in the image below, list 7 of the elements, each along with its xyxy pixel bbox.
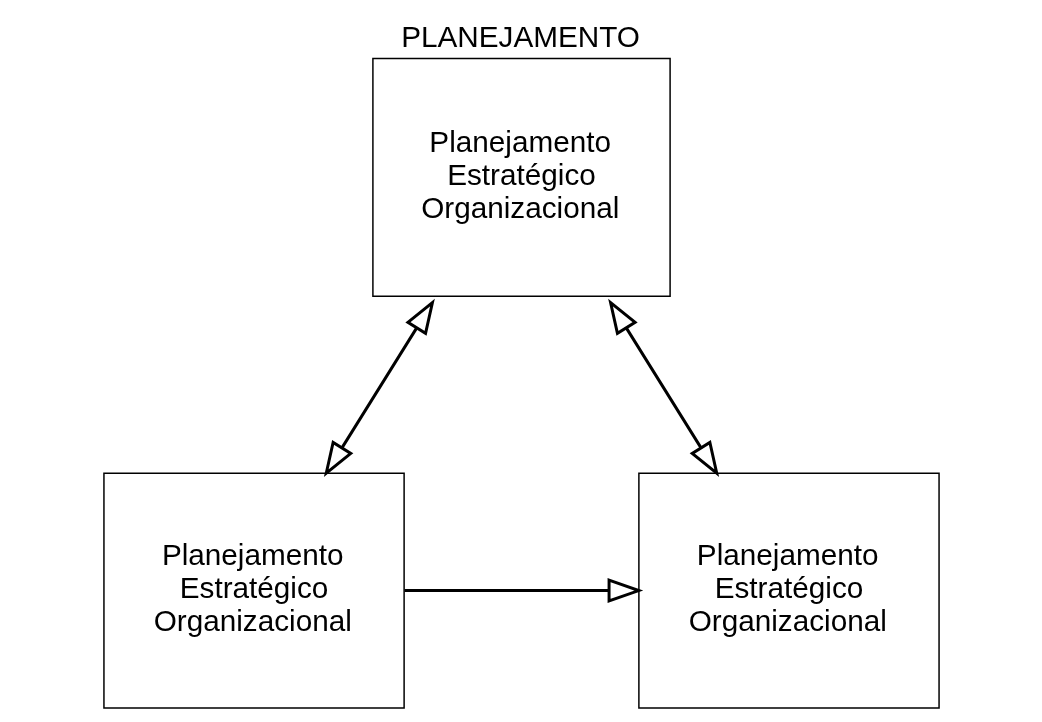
node-label: PLANEJAMENTO [400, 19, 640, 53]
node-box: Planejamento Estratégico Organizacional [371, 57, 671, 298]
arrow [323, 298, 435, 477]
arrow [607, 298, 719, 477]
arrow [404, 578, 643, 604]
node-box: Planejamento Estratégico Organizacional [102, 472, 405, 709]
node-box: Planejamento Estratégico Organizacional [637, 472, 940, 709]
